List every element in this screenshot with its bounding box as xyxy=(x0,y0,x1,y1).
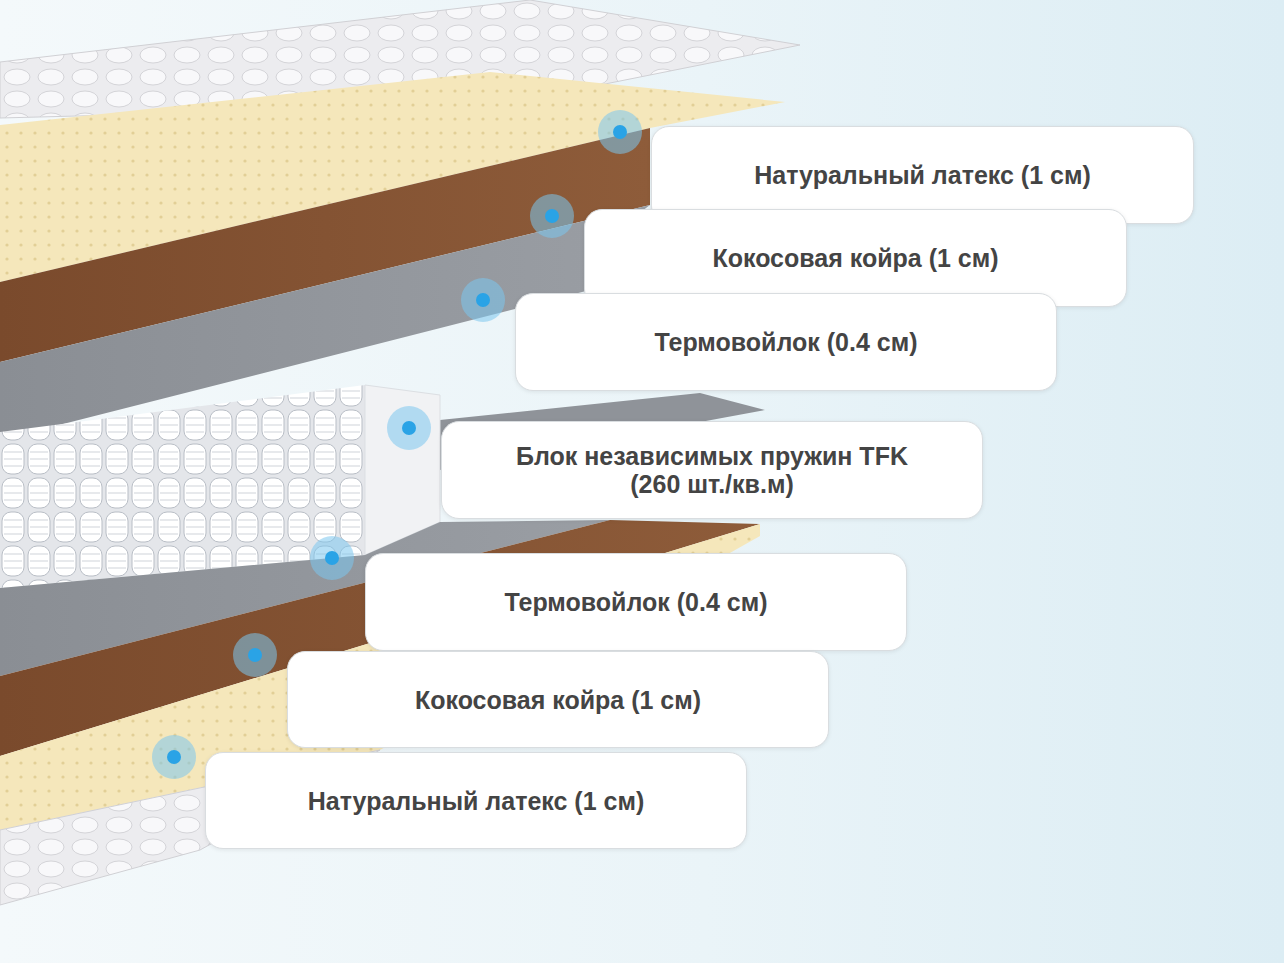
callout-label: Термовойлок (0.4 см) xyxy=(654,328,917,356)
pointer-dot xyxy=(310,536,354,580)
callout-box: Натуральный латекс (1 см) xyxy=(205,752,747,849)
callout-box: Кокосовая койра (1 см) xyxy=(287,651,829,748)
callout-label: Кокосовая койра (1 см) xyxy=(415,686,701,714)
pointer-dot xyxy=(233,633,277,677)
pointer-dot xyxy=(530,194,574,238)
pointer-dot xyxy=(387,406,431,450)
callout-box: Термовойлок (0.4 см) xyxy=(365,553,907,651)
callout-box: Термовойлок (0.4 см) xyxy=(515,293,1057,391)
callout-box: Блок независимых пружин TFK (260 шт./кв.… xyxy=(441,421,983,519)
spring-block xyxy=(0,385,365,588)
pointer-dot xyxy=(598,110,642,154)
callout-label: Натуральный латекс (1 см) xyxy=(754,161,1090,189)
pointer-dot xyxy=(461,278,505,322)
callout-label: Кокосовая койра (1 см) xyxy=(712,244,998,272)
callout-label: Блок независимых пружин TFK (260 шт./кв.… xyxy=(502,442,922,498)
callout-label: Натуральный латекс (1 см) xyxy=(308,787,644,815)
pointer-dot xyxy=(152,735,196,779)
callout-label: Термовойлок (0.4 см) xyxy=(504,588,767,616)
